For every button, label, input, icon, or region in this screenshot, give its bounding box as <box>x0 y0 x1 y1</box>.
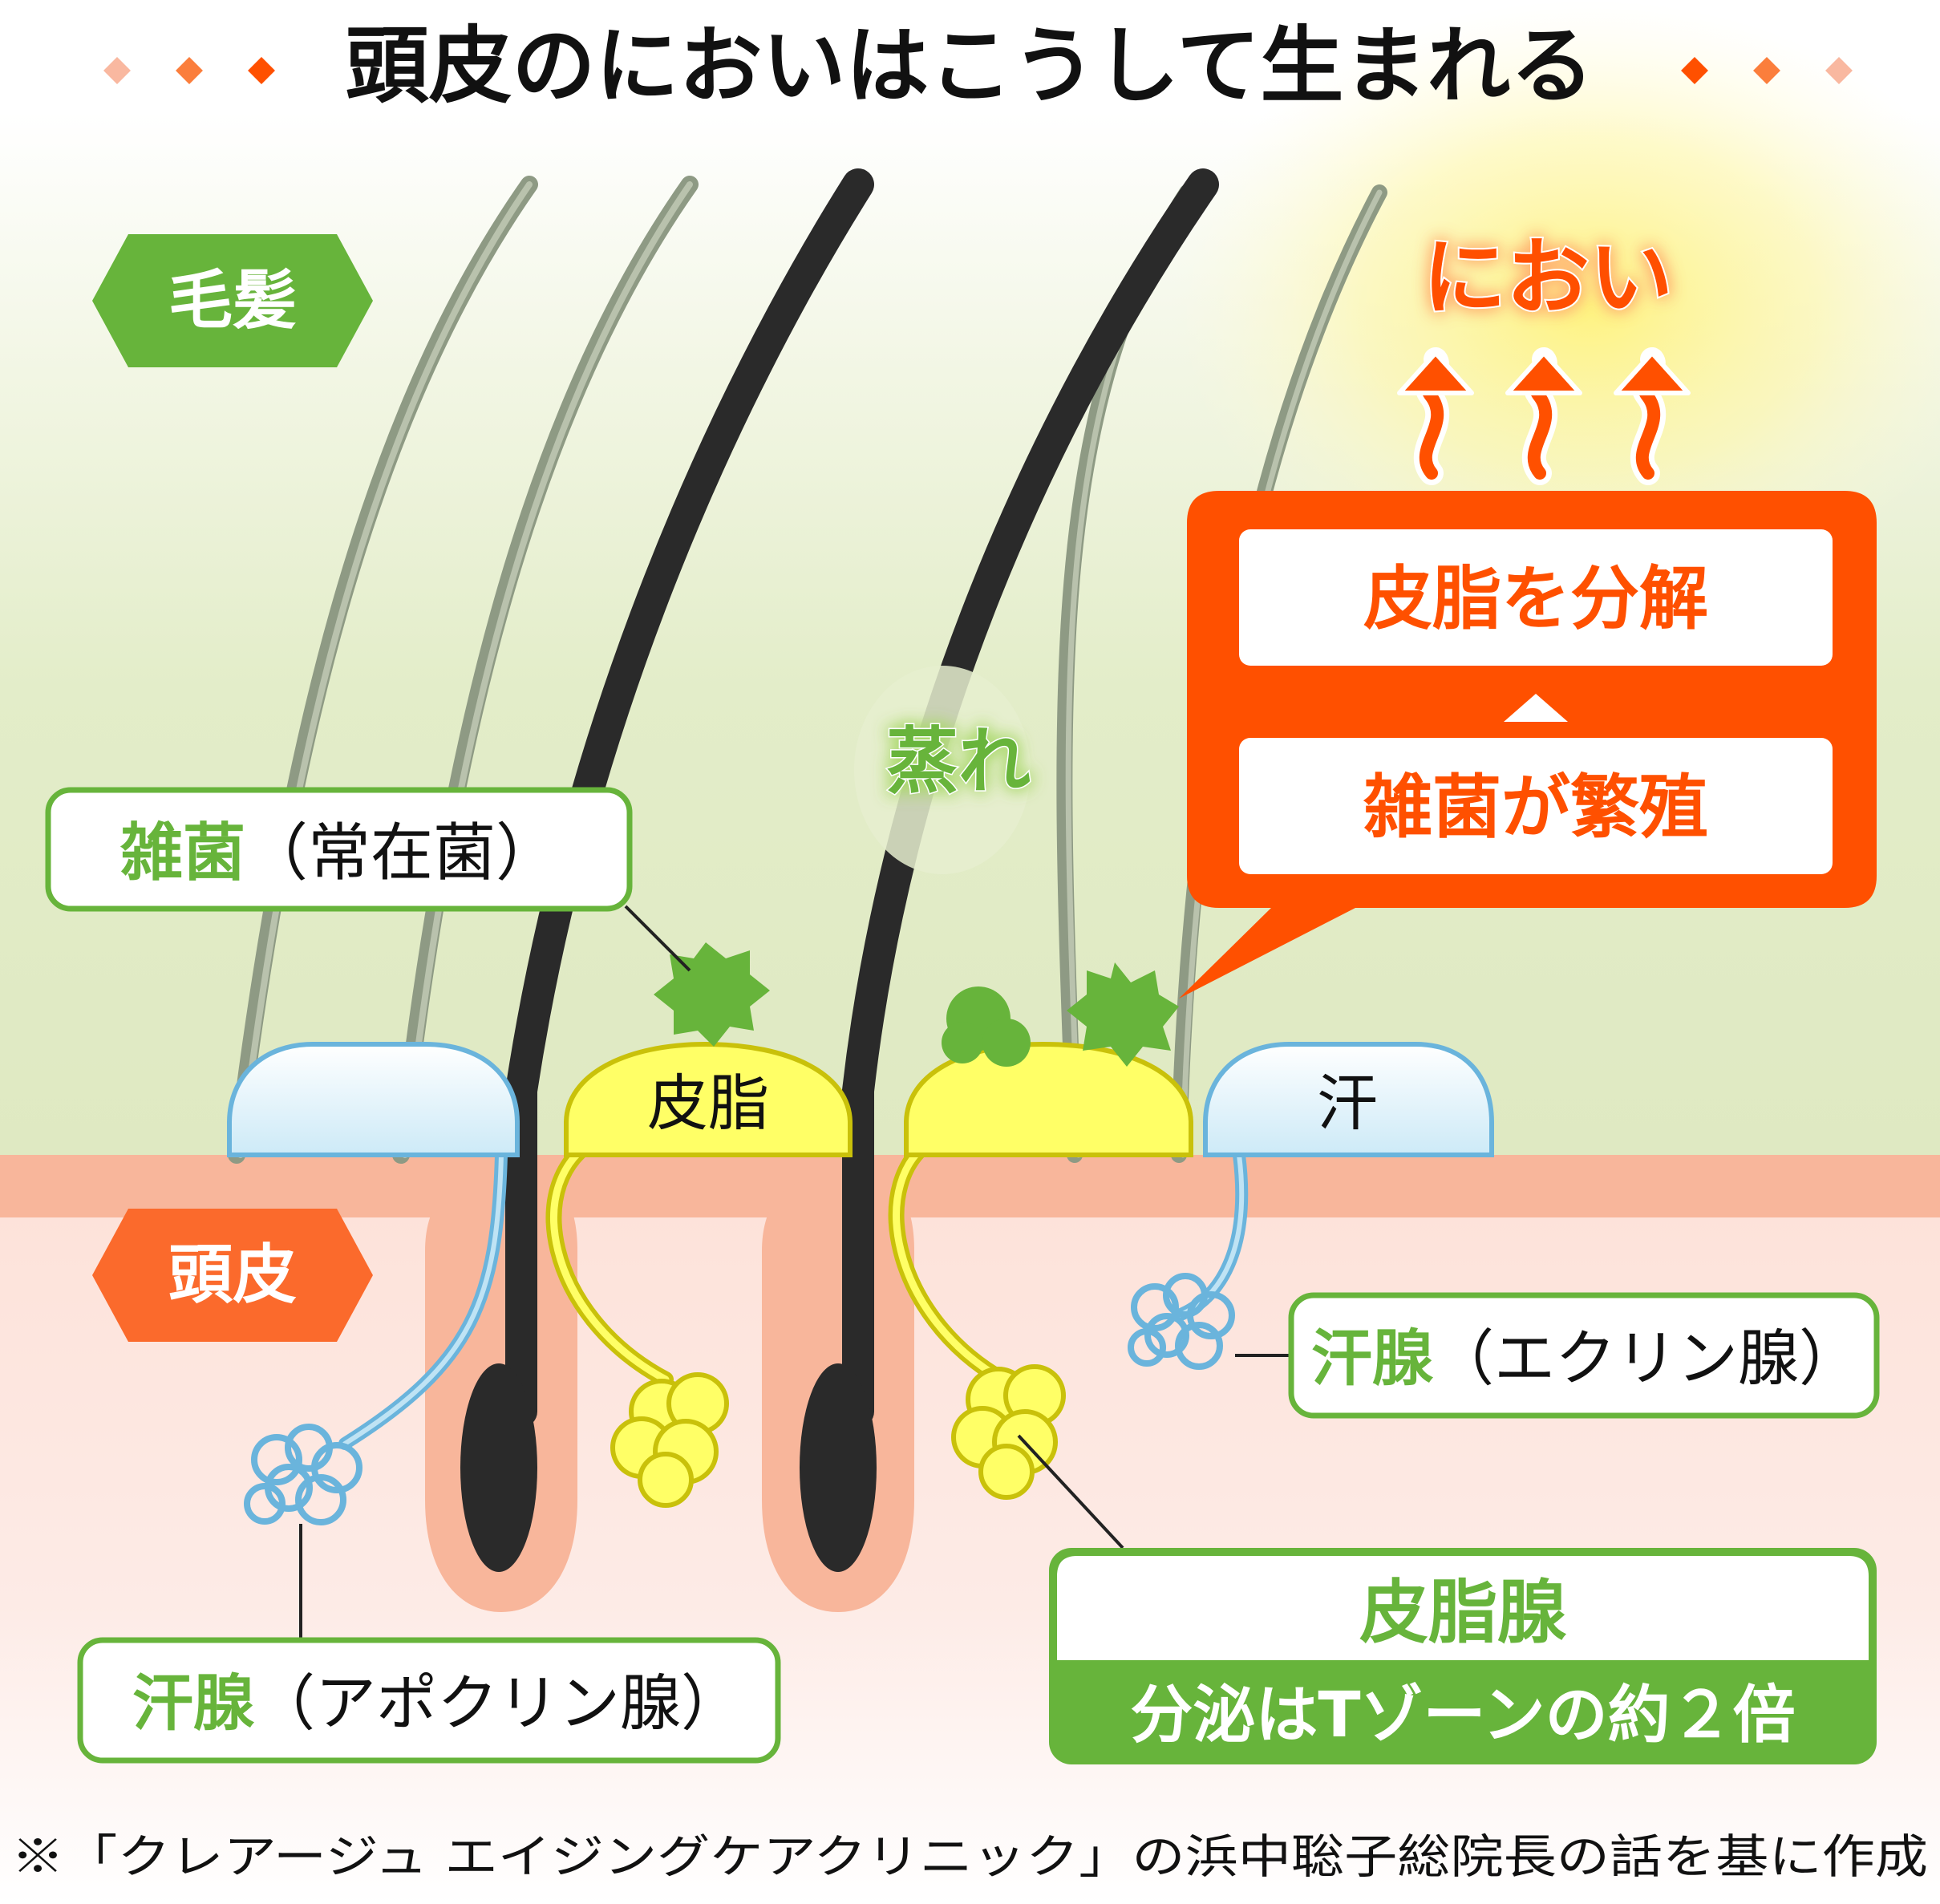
sebaceous-pointer <box>1017 1434 1124 1550</box>
sebum-label: 皮脂 <box>647 1067 769 1139</box>
steam-label: 蒸れ <box>886 719 1031 804</box>
step-multiply-box <box>1239 738 1833 874</box>
sebum-blob-left <box>564 1041 853 1157</box>
svg-text:雑菌（常在菌）: 雑菌（常在菌） <box>119 817 558 889</box>
bacteria-label-box: 雑菌（常在菌） <box>45 787 633 912</box>
right-dark-hair <box>800 168 1219 1572</box>
odor-arrows <box>1397 347 1691 485</box>
sebaceous-gland-left <box>610 1372 729 1508</box>
scalp-tag: 頭皮 <box>92 1209 373 1342</box>
odor-process-bubble: 皮脂を分解 雑菌が繁殖 <box>1179 491 1877 999</box>
odor-glow <box>1171 0 1940 610</box>
odor-label: におい <box>1423 229 1673 326</box>
hair-tag: 毛髪 <box>92 234 373 367</box>
sweat-droplet-right <box>1203 1042 1494 1157</box>
skin-surface-band <box>0 1155 1940 1217</box>
left-dark-hair <box>460 168 874 1572</box>
svg-text:分泌はTゾーンの約２倍: 分泌はTゾーンの約２倍 <box>1130 1679 1795 1752</box>
sebaceous-label-box: 皮脂腺 分泌はTゾーンの約２倍 <box>1049 1548 1877 1764</box>
svg-text:汗腺（エクリン腺）: 汗腺（エクリン腺） <box>1311 1323 1860 1394</box>
step-decompose-label: 皮脂を分解 <box>1363 559 1708 639</box>
apocrine-gland-coil <box>244 1424 362 1525</box>
title-decoration-left <box>103 57 275 84</box>
svg-text:汗腺（アポクリン腺）: 汗腺（アポクリン腺） <box>132 1667 742 1739</box>
step-arrow-up <box>1504 694 1568 722</box>
sweat-droplet-left <box>227 1042 520 1157</box>
step-decompose-box <box>1239 529 1833 666</box>
sebum-blob-right <box>904 1041 1193 1157</box>
svg-text:頭皮: 頭皮 <box>168 1238 297 1312</box>
bacteria-cluster-right-a <box>942 986 1031 1067</box>
apocrine-label-box: 汗腺（アポクリン腺） <box>77 1637 781 1764</box>
footnote: ※「クレアージュ エイジングケアクリニック」の浜中聡子総院長の話を基に作成 <box>11 1829 1928 1884</box>
steam-haze <box>854 666 1031 874</box>
bacteria-pointer <box>624 905 691 972</box>
bacteria-cluster-right-b <box>1067 962 1179 1067</box>
svg-text:毛髪: 毛髪 <box>168 263 297 338</box>
eccrine-label-box: 汗腺（エクリン腺） <box>1288 1292 1880 1419</box>
sweat-label: 汗 <box>1317 1067 1378 1139</box>
step-multiply-label: 雑菌が繁殖 <box>1363 768 1708 848</box>
page-title: 頭皮のにおいはこうして生まれる <box>346 17 1594 115</box>
svg-text:皮脂腺: 皮脂腺 <box>1359 1573 1567 1653</box>
eccrine-gland-coil <box>1128 1273 1235 1370</box>
bacteria-cluster-left <box>654 942 770 1047</box>
